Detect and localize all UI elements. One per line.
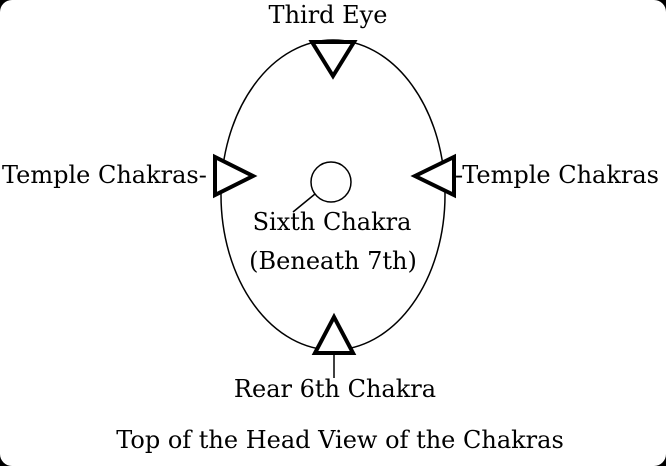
temple-right-label: -Temple Chakras [455,161,659,189]
third-eye-label: Third Eye [268,1,388,29]
sixth-chakra-circle [310,161,352,203]
third-eye-triangle [308,40,358,80]
head-outline [220,39,446,351]
diagram-title: Top of the Head View of the Chakras [116,426,564,454]
temple-left-label: Temple Chakras- [2,161,207,189]
temple-right-triangle [410,153,456,199]
sixth-chakra-leader [292,193,316,213]
rear-sixth-triangle [311,312,357,355]
sixth-chakra-label-line1: Sixth Chakra [252,208,412,236]
rear-sixth-label: Rear 6th Chakra [233,375,437,403]
sixth-chakra-label-line2: (Beneath 7th) [249,247,417,275]
temple-left-triangle [213,153,258,199]
